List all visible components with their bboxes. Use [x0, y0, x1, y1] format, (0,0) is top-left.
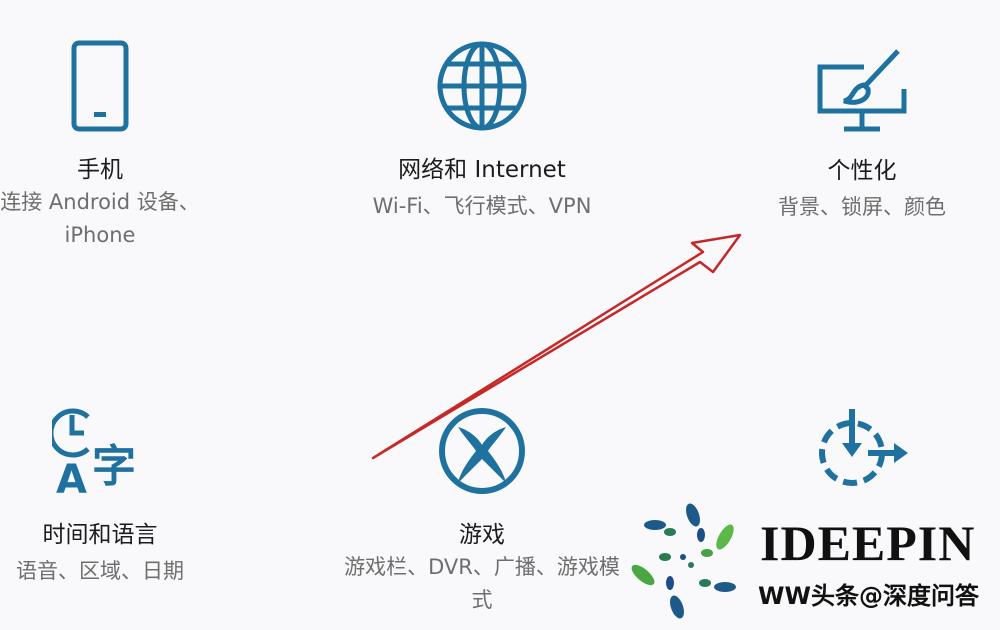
tile-title: 时间和语言	[42, 522, 158, 548]
tile-subtitle: 语音、区域、日期	[16, 559, 184, 583]
tile-title: 个性化	[827, 158, 897, 184]
tile-title: 手机	[77, 157, 123, 183]
watermark-brand: IDEEPIN	[760, 515, 976, 571]
tile-subtitle: 游戏栏、DVR、广播、游戏模式	[344, 555, 620, 612]
pinwheel-logo-icon	[631, 503, 736, 619]
svg-text:字: 字	[92, 441, 136, 492]
tile-ease-of-access[interactable]	[702, 405, 1000, 495]
xbox-icon	[439, 408, 525, 494]
tile-subtitle: 连接 Android 设备、iPhone	[0, 190, 200, 247]
phone-icon	[71, 40, 129, 132]
tile-subtitle: 背景、锁屏、颜色	[778, 195, 946, 219]
watermark-text: WW头条@深度问答	[758, 582, 979, 610]
tile-gaming[interactable]: 游戏 游戏栏、DVR、广播、游戏模式	[322, 405, 642, 617]
tile-phone[interactable]: 手机 连接 Android 设备、iPhone	[0, 40, 260, 252]
watermark-logo	[625, 495, 1000, 626]
tile-network[interactable]: 网络和 Internet Wi-Fi、飞行模式、VPN	[322, 40, 642, 223]
tile-personalization[interactable]: 个性化 背景、锁屏、颜色	[702, 45, 1000, 224]
ease-of-access-icon	[819, 409, 908, 486]
tile-title: 游戏	[459, 522, 505, 548]
svg-text:A: A	[56, 457, 87, 497]
globe-icon	[437, 41, 527, 131]
tile-subtitle: Wi-Fi、飞行模式、VPN	[372, 194, 592, 218]
tile-title: 网络和 Internet	[398, 157, 566, 183]
personalization-icon	[817, 49, 907, 132]
